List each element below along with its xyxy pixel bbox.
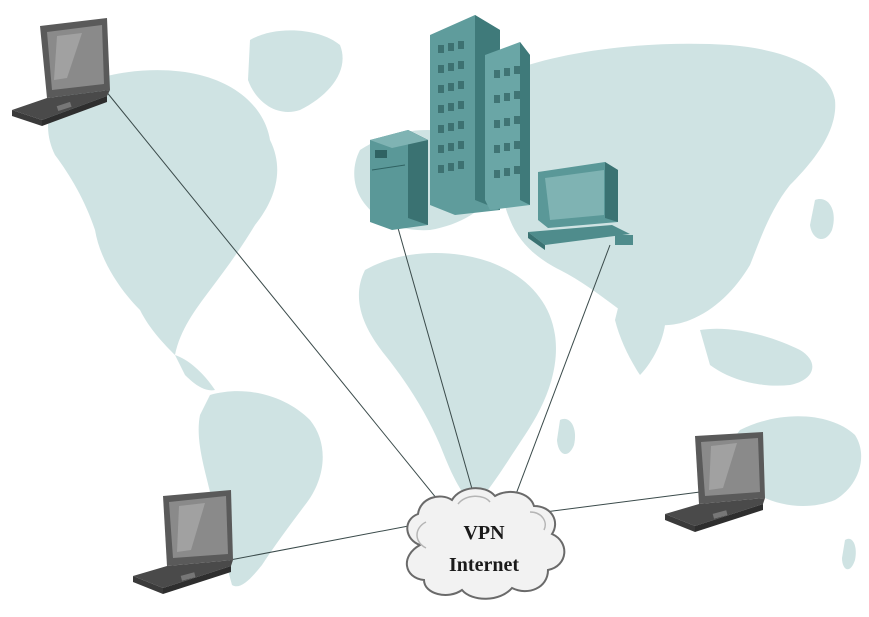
map-north-america xyxy=(48,70,278,356)
map-africa xyxy=(358,252,556,505)
map-madagascar xyxy=(557,418,576,455)
cloud-label-internet: Internet xyxy=(449,554,519,576)
laptop-icon xyxy=(665,432,765,532)
map-southeast-asia xyxy=(700,328,813,386)
desktop-computer-icon xyxy=(528,162,633,250)
link-laptop-right xyxy=(544,491,701,513)
map-asia xyxy=(493,43,836,326)
map-greenland xyxy=(248,30,343,112)
cloud-label-vpn: VPN xyxy=(463,522,505,544)
map-japan xyxy=(810,199,834,240)
map-central-america xyxy=(175,355,215,391)
link-workstation xyxy=(509,244,611,511)
vpn-cloud-icon: VPN Internet xyxy=(405,487,566,600)
laptop-icon xyxy=(12,18,110,126)
map-new-zealand xyxy=(842,538,856,570)
map-india xyxy=(615,298,665,375)
vpn-links xyxy=(104,89,701,561)
link-laptop-bottom-left xyxy=(229,519,441,561)
link-laptop-top-left xyxy=(104,89,451,516)
server-icon xyxy=(370,130,428,230)
laptop-icon xyxy=(133,490,233,594)
building-icon xyxy=(430,15,530,215)
link-server xyxy=(397,227,479,511)
